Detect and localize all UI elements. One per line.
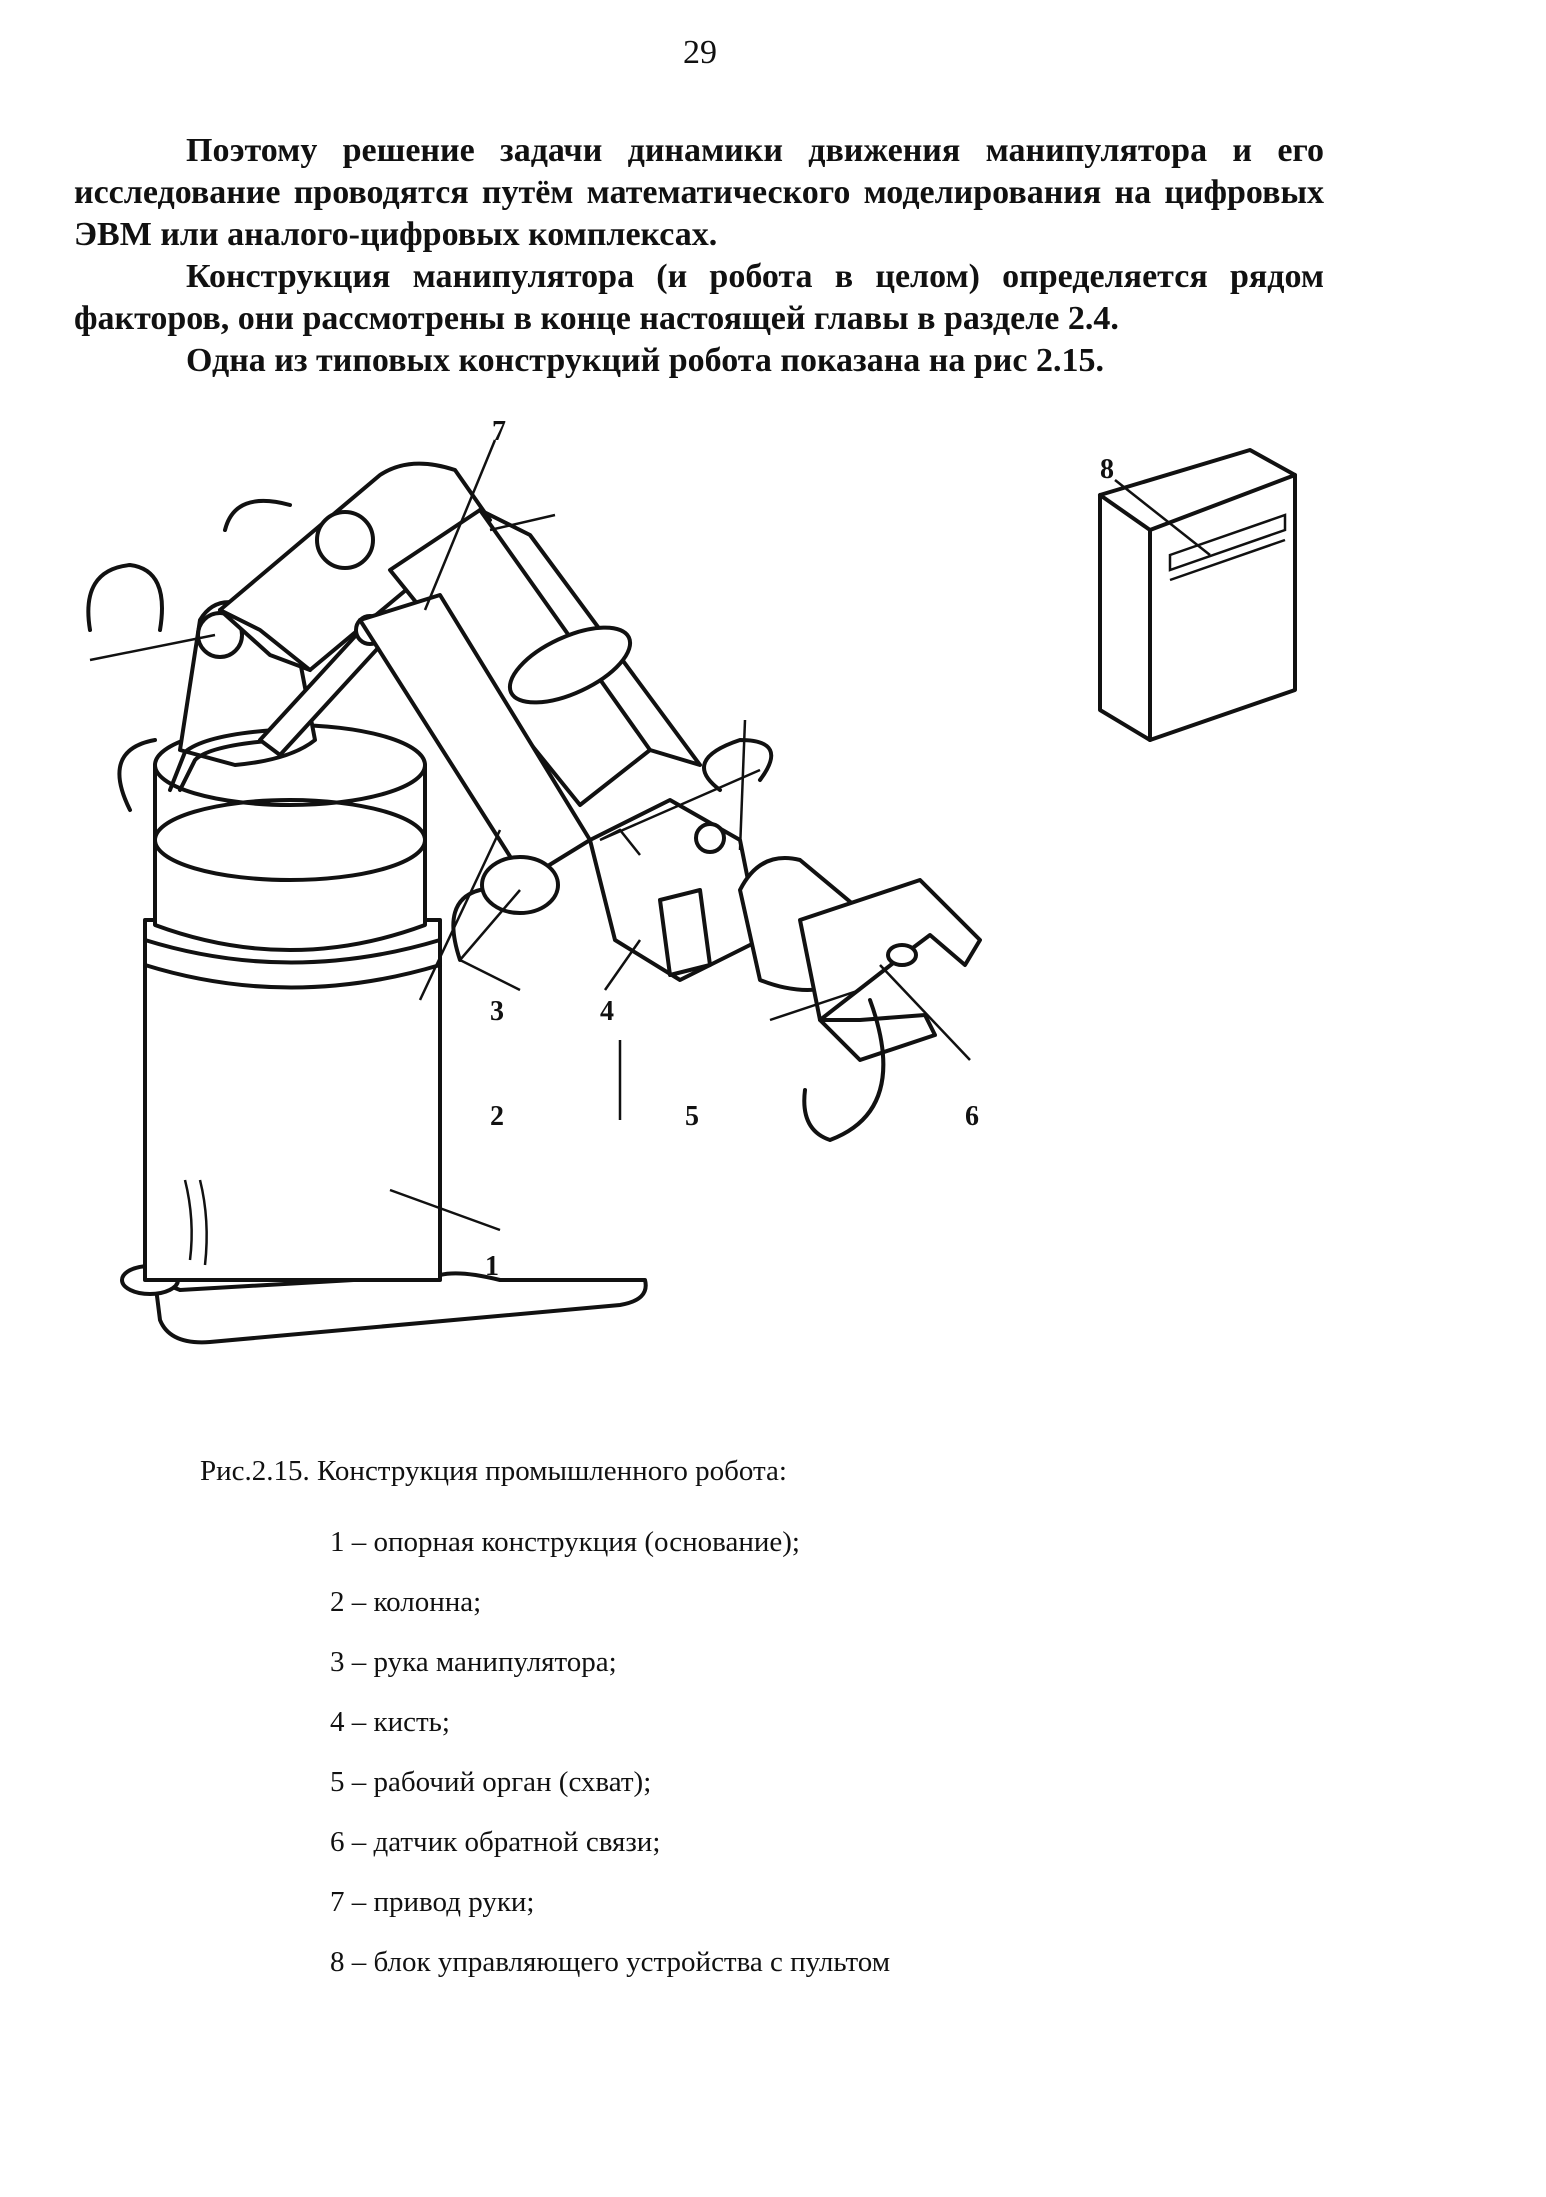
legend-item: 4 – кисть; xyxy=(330,1706,450,1738)
label-5: 5 xyxy=(685,1101,699,1132)
leader-line xyxy=(1114,479,1211,556)
legend-item: 6 – датчик обратной связи; xyxy=(330,1826,661,1858)
robot-figure: 7 8 3 4 2 5 6 1 xyxy=(60,416,1340,1420)
paragraph: Поэтому решение задачи динамики движения… xyxy=(74,132,1324,253)
elbow-joint xyxy=(480,855,560,915)
label-6: 6 xyxy=(965,1101,979,1132)
column-lower xyxy=(143,918,442,1282)
label-2: 2 xyxy=(490,1101,504,1132)
paragraph: Одна из типовых конструкций робота показ… xyxy=(186,342,1104,379)
figure-legend: 1 – опорная конструкция (основание); 2 –… xyxy=(330,1512,890,1992)
legend-item: 7 – привод руки; xyxy=(330,1886,535,1918)
page-number: 29 xyxy=(683,34,717,71)
figure-caption: Рис.2.15. Конструкция промышленного робо… xyxy=(200,1455,787,1487)
legend-item: 2 – колонна; xyxy=(330,1586,482,1618)
control-cabinet xyxy=(1098,448,1297,742)
label-4: 4 xyxy=(600,996,614,1027)
legend-item: 1 – опорная конструкция (основание); xyxy=(330,1526,800,1558)
legend-item: 5 – рабочий орган (схват); xyxy=(330,1766,652,1798)
paragraph: Конструкция манипулятора (и робота в цел… xyxy=(74,258,1324,337)
label-1: 1 xyxy=(485,1251,499,1282)
legend-item: 3 – рука манипулятора; xyxy=(330,1646,617,1678)
base-plate xyxy=(153,1271,648,1345)
rotation-arrow xyxy=(86,563,164,632)
legend-item: 8 – блок управляющего устройства с пульт… xyxy=(330,1946,891,1978)
body-text: Поэтому решение задачи динамики движения… xyxy=(74,130,1324,382)
label-3: 3 xyxy=(490,996,504,1027)
label-7: 7 xyxy=(492,420,506,447)
label-8: 8 xyxy=(1100,454,1114,485)
column-upper xyxy=(153,763,427,952)
robot-drawing: 7 8 3 4 2 5 6 1 xyxy=(86,416,1297,1345)
